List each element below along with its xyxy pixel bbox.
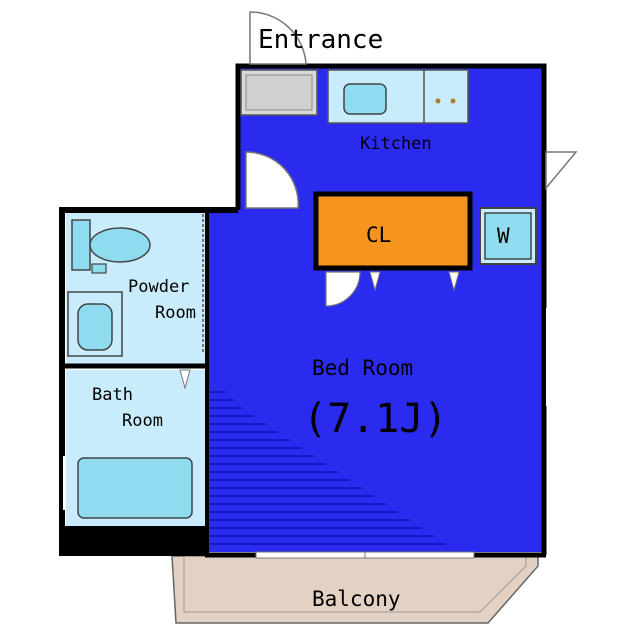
powder-room-label-line2: Room bbox=[155, 303, 196, 323]
bathtub-icon bbox=[77, 457, 193, 519]
floor-hatch-lines bbox=[210, 391, 446, 545]
entrance-door bbox=[249, 11, 307, 65]
side-door bbox=[545, 151, 578, 191]
bath-room-label-line2: Room bbox=[122, 411, 163, 431]
kitchen-door bbox=[245, 151, 299, 209]
washer-label: W bbox=[497, 224, 510, 248]
kitchen-sink-icon bbox=[343, 83, 387, 115]
bed-room-size-label: (7.1J) bbox=[303, 396, 448, 442]
stove-burner-icon bbox=[435, 98, 441, 104]
washer-icon bbox=[484, 212, 532, 260]
toilet-tank-icon bbox=[71, 219, 91, 271]
closet-label: CL bbox=[366, 223, 391, 247]
bath-room-door-marker bbox=[179, 369, 191, 390]
balcony-label: Balcony bbox=[312, 587, 401, 611]
closet-door bbox=[325, 271, 361, 307]
toilet-icon bbox=[89, 227, 151, 263]
bath-room-label-line1: Bath bbox=[92, 385, 133, 405]
bed-room-label: Bed Room bbox=[312, 356, 413, 380]
bath-room-base bbox=[62, 526, 208, 556]
closet-door-marker bbox=[448, 271, 460, 292]
closet-door-marker bbox=[369, 271, 381, 292]
closet bbox=[313, 191, 473, 271]
entrance-label: Entrance bbox=[258, 25, 383, 55]
powder-room-label-line1: Powder bbox=[128, 277, 189, 297]
entrance-step bbox=[245, 74, 313, 111]
washbasin-icon bbox=[77, 303, 113, 351]
stove-burner-icon bbox=[450, 98, 456, 104]
kitchen-label: Kitchen bbox=[360, 134, 432, 154]
toilet-paper-icon bbox=[91, 263, 107, 274]
